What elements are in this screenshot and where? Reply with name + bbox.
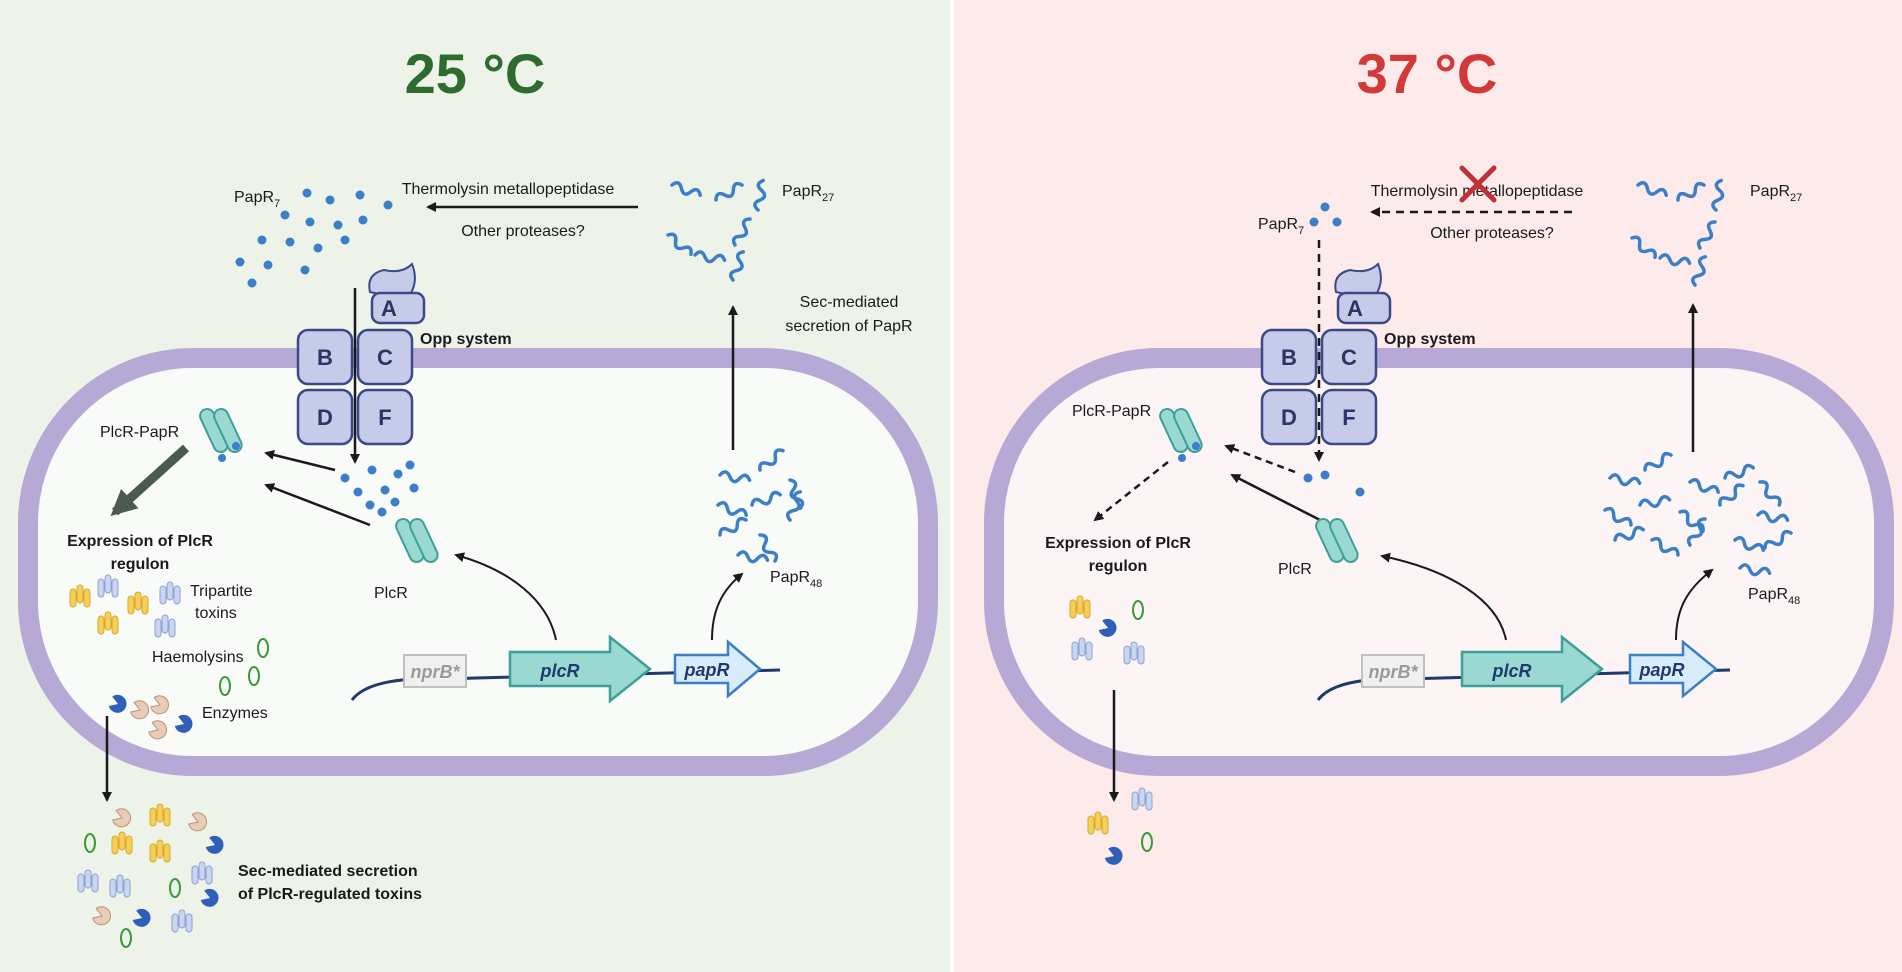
svg-text:PapR48: PapR48 [770,569,822,590]
right-opp-a: A [1347,296,1363,321]
left-plcr-translation-arrow [454,552,557,641]
right-blocked-cross-icon [1459,165,1497,203]
left-opp-d: D [317,405,333,430]
left-dna-strand [350,668,781,701]
left-plcr-papr-complex [196,405,245,462]
left-papr48-label: PapR [770,569,810,586]
right-internal-papr7 [1303,470,1365,497]
right-title: 37 °C [1357,42,1498,105]
right-papr7-peptides [1309,202,1342,227]
right-binding-arrow-dashed [1224,444,1296,474]
left-papr7-peptides [235,188,393,288]
left-haemolysins-label: Haemolysins [152,649,244,666]
left-panel: 25 °C PapR7 Thermolysin metallopeptidase… [0,0,950,972]
svg-text:PapR7: PapR7 [1258,216,1304,237]
left-papr7-label: PapR [234,189,274,206]
right-opp-label: Opp system [1384,331,1476,348]
left-opp-c: C [377,345,393,370]
right-panel: 37 °C PapR7 Thermolysin metallopeptidase… [954,0,1902,972]
right-other-proteases-label: Other proteases? [1430,225,1554,242]
right-gene-nprb: nprB* [1369,662,1419,682]
left-sec-secretion-line1: Sec-mediated [800,294,899,311]
left-opp-f: F [378,405,391,430]
left-toxin-secretion-line2: of PlcR-regulated toxins [238,886,422,903]
right-plcr-translation-arrow [1380,552,1507,641]
right-gene-papr-arrow [1628,639,1718,699]
left-opp-b: B [317,345,333,370]
right-papr27-label: PapR [1750,183,1790,200]
left-papr27-sub: 27 [822,192,834,204]
left-opp-system: A B C D F [296,262,426,446]
svg-text:PapR7: PapR7 [234,189,280,210]
left-gene-nprb: nprB* [411,662,461,682]
right-papr-translation-arrow [1675,568,1714,641]
left-gene-plcr-arrow [508,634,653,704]
right-expression-line1: Expression of PlcR [1045,535,1191,552]
svg-text:PapR48: PapR48 [1748,586,1800,607]
left-expression-line2: regulon [111,556,170,573]
left-expression-line1: Expression of PlcR [67,533,213,550]
left-binding-arrow-1 [264,450,336,472]
left-gene-plcr: plcR [539,661,579,681]
left-protease-label: Thermolysin metallopeptidase [402,181,615,198]
right-gene-papr: papR [1639,660,1685,680]
left-enzymes-label: Enzymes [202,705,268,722]
left-gene-nprb-box [403,654,467,688]
right-activation-arrow-dashed [1093,461,1169,522]
right-opp-f: F [1342,405,1355,430]
right-gene-nprb-box [1361,654,1425,688]
right-gene-plcr: plcR [1491,661,1531,681]
right-papr48-label: PapR [1748,586,1788,603]
right-papr48-sub: 48 [1788,595,1800,607]
left-papr48-sub: 48 [810,578,822,590]
left-plcr-label: PlcR [374,585,408,602]
left-papr-translation-arrow [711,572,744,641]
left-toxin-secretion-line1: Sec-mediated secretion [238,863,418,880]
left-gene-papr: papR [684,660,730,680]
left-title: 25 °C [405,42,546,105]
right-protease-label: Thermolysin metallopeptidase [1371,183,1584,200]
right-opp-system: A B C D F [1260,262,1392,446]
left-activation-arrow [110,444,190,517]
left-opp-label: Opp system [420,331,512,348]
right-opp-b: B [1281,345,1297,370]
right-gene-plcr-arrow [1460,634,1605,704]
left-tripartite-line2: toxins [195,605,237,622]
left-plcr-papr-label: PlcR-PapR [100,424,179,441]
left-internal-papr7 [340,460,419,517]
right-papr7-sub: 7 [1298,225,1304,237]
left-papr27-label: PapR [782,183,822,200]
svg-text:PapR27: PapR27 [1750,183,1802,204]
right-papr7-label: PapR [1258,216,1298,233]
right-papr27-sub: 27 [1790,192,1802,204]
left-tripartite-line1: Tripartite [190,583,253,600]
left-binding-arrow-2 [264,483,371,527]
right-opp-c: C [1341,345,1357,370]
left-papr7-sub: 7 [274,198,280,210]
right-expression-line2: regulon [1089,558,1148,575]
panel-divider [950,0,954,972]
left-other-proteases-label: Other proteases? [461,223,585,240]
svg-text:PapR27: PapR27 [782,183,834,204]
right-binding-arrow [1230,473,1321,522]
right-plcr-papr-label: PlcR-PapR [1072,403,1151,420]
left-sec-secretion-line2: secretion of PapR [785,318,912,335]
left-gene-papr-arrow [673,639,762,699]
right-plcr-papr-complex [1156,405,1205,462]
left-opp-a: A [381,296,397,321]
right-plcr-label: PlcR [1278,561,1312,578]
right-opp-d: D [1281,405,1297,430]
